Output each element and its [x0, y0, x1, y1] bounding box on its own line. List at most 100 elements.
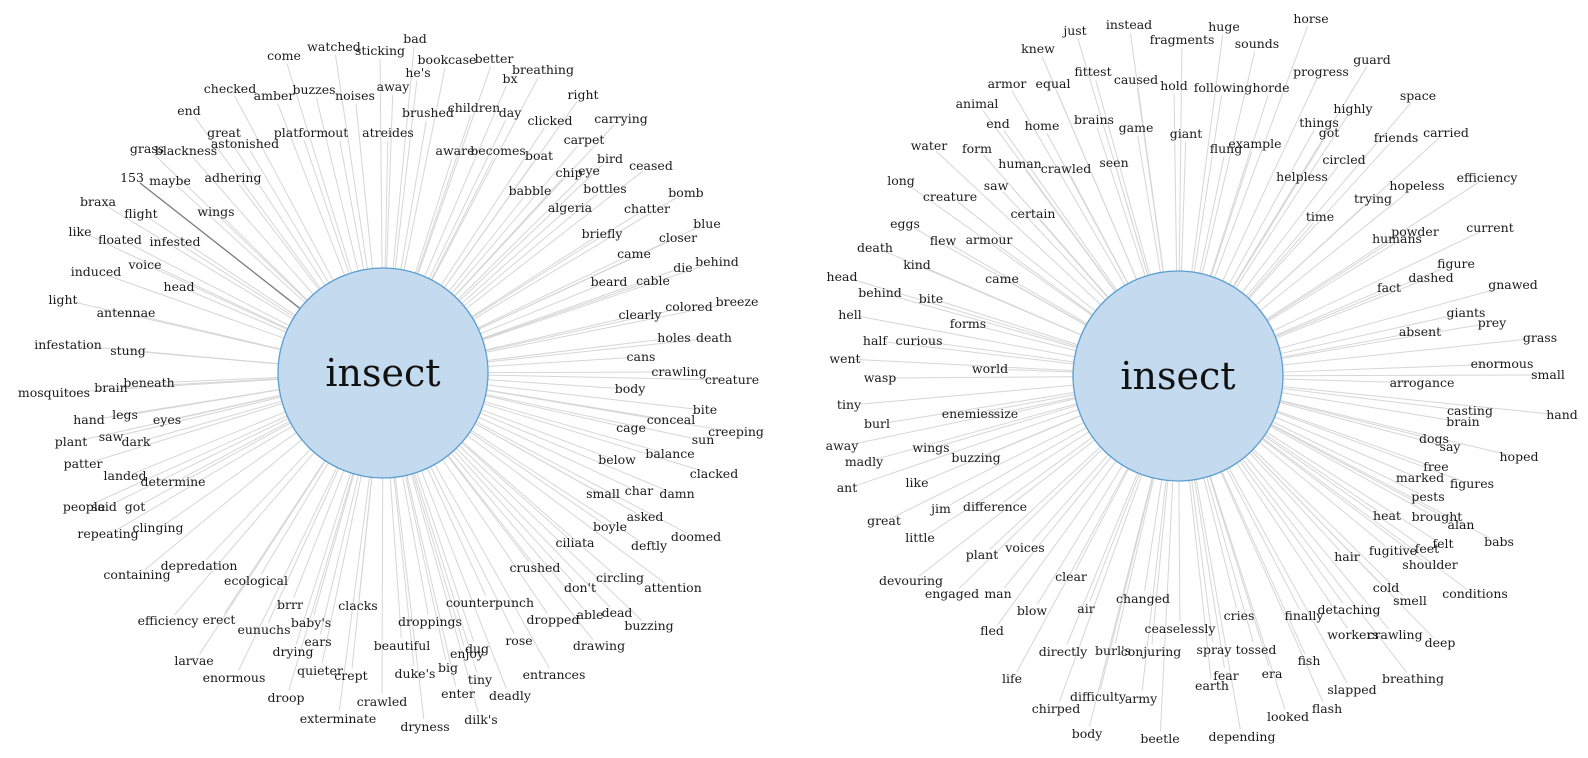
word-node-death[interactable]: death [857, 240, 893, 255]
word-node-game[interactable]: game [1119, 120, 1154, 135]
word-node-conditions[interactable]: conditions [1442, 586, 1508, 601]
word-node-maybe[interactable]: maybe [149, 173, 191, 188]
word-node-able[interactable]: able [577, 607, 604, 622]
word-node-patter[interactable]: patter [64, 456, 103, 471]
word-node-come[interactable]: come [267, 48, 301, 63]
word-node-pests[interactable]: pests [1411, 489, 1444, 504]
word-node-body[interactable]: body [1072, 726, 1104, 741]
word-node-watched[interactable]: watched [307, 39, 361, 54]
word-node-dropped[interactable]: dropped [527, 612, 580, 627]
word-node-instead[interactable]: instead [1106, 17, 1152, 32]
word-node-difficulty[interactable]: difficulty [1070, 689, 1127, 704]
word-node-came[interactable]: came [985, 271, 1019, 286]
word-node-infested[interactable]: infested [150, 234, 201, 249]
word-node-ant[interactable]: ant [837, 480, 858, 495]
word-node-larvae[interactable]: larvae [174, 653, 213, 668]
word-node-knew[interactable]: knew [1021, 41, 1055, 56]
word-node-guard[interactable]: guard [1353, 52, 1390, 67]
word-node-alan[interactable]: alan [1448, 517, 1475, 532]
word-node-better[interactable]: better [475, 51, 514, 66]
word-node-becomes[interactable]: becomes [470, 143, 526, 158]
word-node-sun[interactable]: sun [692, 432, 715, 447]
word-node-holes[interactable]: holes [657, 330, 690, 345]
word-node-prey[interactable]: prey [1478, 315, 1507, 330]
word-node-he-s[interactable]: he's [405, 65, 430, 80]
word-node-erect[interactable]: erect [203, 612, 236, 627]
word-node-blackness[interactable]: blackness [155, 143, 217, 158]
word-node-mosquitoes[interactable]: mosquitoes [18, 385, 90, 400]
word-node-ecological[interactable]: ecological [224, 573, 288, 588]
word-node-damn[interactable]: damn [659, 486, 694, 501]
word-node-dryness[interactable]: dryness [400, 719, 449, 734]
word-node-below[interactable]: below [598, 452, 636, 467]
word-node-time[interactable]: time [1306, 209, 1334, 224]
word-node-cage[interactable]: cage [616, 420, 646, 435]
word-node-plant[interactable]: plant [966, 547, 999, 562]
word-node-great[interactable]: great [867, 513, 901, 528]
word-node-felt[interactable]: felt [1432, 536, 1453, 551]
word-node-blue[interactable]: blue [693, 216, 720, 231]
word-node-got[interactable]: got [125, 499, 146, 514]
word-node-end[interactable]: end [177, 103, 200, 118]
word-node-containing[interactable]: containing [103, 567, 170, 582]
word-node-giant[interactable]: giant [1170, 126, 1203, 141]
word-node-out[interactable]: out [328, 125, 349, 140]
word-node-finally[interactable]: finally [1285, 608, 1325, 623]
word-node-example[interactable]: example [1228, 136, 1281, 151]
word-node-crawled[interactable]: crawled [1041, 161, 1092, 176]
word-node-attention[interactable]: attention [644, 580, 702, 595]
word-node-asked[interactable]: asked [627, 509, 664, 524]
word-node-carrying[interactable]: carrying [594, 111, 648, 126]
word-node-engaged[interactable]: engaged [925, 586, 979, 601]
word-node-highly[interactable]: highly [1333, 101, 1373, 116]
word-node-hair[interactable]: hair [1334, 549, 1360, 564]
word-node-space[interactable]: space [1400, 88, 1436, 103]
word-node-air[interactable]: air [1077, 601, 1094, 616]
word-node-long[interactable]: long [887, 173, 915, 188]
word-node-chip[interactable]: chip [555, 165, 582, 180]
word-node-boat[interactable]: boat [525, 148, 553, 163]
word-node-atreides[interactable]: atreides [362, 125, 414, 140]
word-node-form[interactable]: form [962, 141, 992, 156]
word-node-amber[interactable]: amber [254, 88, 295, 103]
word-node-armour[interactable]: armour [966, 232, 1013, 247]
word-node-came[interactable]: came [617, 246, 651, 261]
word-node-aware[interactable]: aware [436, 143, 475, 158]
word-node-end[interactable]: end [986, 116, 1009, 131]
word-node-man[interactable]: man [984, 586, 1011, 601]
word-node-water[interactable]: water [911, 138, 948, 153]
word-node-floated[interactable]: floated [98, 232, 142, 247]
word-node-fear[interactable]: fear [1213, 668, 1238, 683]
word-node-fled[interactable]: fled [980, 623, 1004, 638]
word-node-helpless[interactable]: helpless [1276, 169, 1328, 184]
word-node-detaching[interactable]: detaching [1318, 602, 1381, 617]
word-node-brushed[interactable]: brushed [402, 105, 454, 120]
word-node-size[interactable]: size [994, 406, 1018, 421]
word-node-human[interactable]: human [998, 156, 1041, 171]
word-node-gnawed[interactable]: gnawed [1488, 277, 1538, 292]
word-node-away[interactable]: away [826, 438, 860, 453]
word-node-deftly[interactable]: deftly [631, 538, 668, 553]
word-node-big[interactable]: big [438, 660, 458, 675]
word-node-dashed[interactable]: dashed [1408, 270, 1453, 285]
word-node-devouring[interactable]: devouring [879, 573, 943, 588]
word-node-earth[interactable]: earth [1195, 678, 1229, 693]
word-node-bad[interactable]: bad [403, 31, 426, 46]
word-node-away[interactable]: away [377, 79, 411, 94]
word-node-little[interactable]: little [905, 530, 934, 545]
word-node-like[interactable]: like [69, 224, 92, 239]
word-node-adhering[interactable]: adhering [205, 170, 262, 185]
word-node-half[interactable]: half [863, 333, 889, 348]
word-node-clearly[interactable]: clearly [619, 307, 663, 322]
word-node-hoped[interactable]: hoped [1500, 449, 1539, 464]
word-node-deep[interactable]: deep [1425, 635, 1456, 650]
word-node-droppings[interactable]: droppings [398, 614, 462, 629]
word-node-right[interactable]: right [567, 87, 598, 102]
word-node-eggs[interactable]: eggs [890, 216, 920, 231]
word-node-noises[interactable]: noises [335, 88, 375, 103]
word-node-breeze[interactable]: breeze [716, 294, 759, 309]
word-node-rose[interactable]: rose [505, 633, 532, 648]
word-node-cold[interactable]: cold [1373, 580, 1400, 595]
word-node-fish[interactable]: fish [1298, 653, 1321, 668]
word-node-seen[interactable]: seen [1099, 155, 1128, 170]
